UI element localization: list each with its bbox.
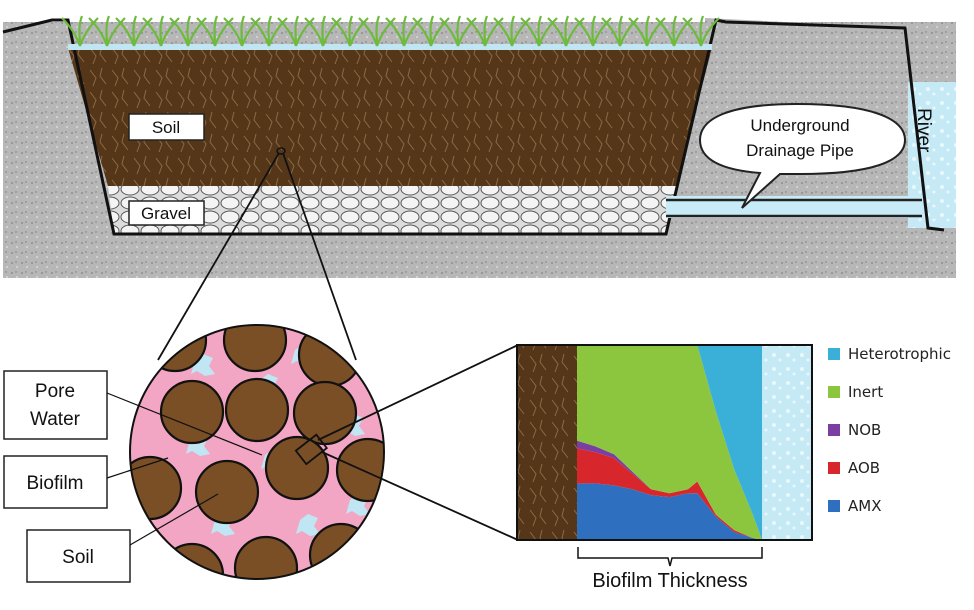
surface-water [68,44,712,50]
gravel-label: Gravel [141,204,191,223]
grass-plant [682,15,720,47]
grass-plant [223,15,261,47]
grass-plant [250,15,288,47]
pore-water-label-line1: Pore [35,381,75,402]
thickness-brace [577,547,763,567]
legend-label-inert: Inert [848,383,883,401]
soil-grain [159,542,225,579]
zoom-source-marker [276,147,286,155]
grass-plant [142,15,180,47]
soil-top-label: Soil [152,118,180,137]
chart-area-series [577,345,762,540]
grass-plant [466,15,504,47]
legend-label-aob: AOB [848,459,880,477]
legend-swatch-aob [828,462,840,474]
soil-grain [308,522,374,579]
grass-plant [277,15,315,47]
soil-top-label-box [128,113,205,141]
grass-plant [331,15,369,47]
chart-frame [516,344,813,541]
gravel-layer [108,186,676,234]
grass-plant [61,15,99,47]
grass-plant [196,15,234,47]
biofilm-label: Biofilm [26,473,83,494]
pipe-callout-line1: Underground [750,116,849,135]
zoom-line-left [157,152,280,361]
grass-plant [520,15,558,47]
area-nob [577,440,762,540]
zoom-line-right [282,152,357,361]
x-axis-label: Biofilm Thickness [592,570,747,592]
pore-water-pointer [106,392,263,456]
area-aob [577,448,762,540]
biofilm-pointer [106,457,169,479]
grass-plant [655,15,693,47]
biofilm-zoom-line-bottom [321,451,519,541]
grass-plant [628,15,666,47]
chart-soil-side [517,345,577,540]
soil-grain [292,380,358,446]
soil-grain [159,379,225,445]
pore-water-patch [296,514,320,536]
chart-water-side [762,345,812,540]
soil-grain [233,535,299,579]
legend-swatch-heterotrophic [828,348,840,360]
pore-water-label-line2: Water [30,409,81,430]
grass-plant [412,15,450,47]
grass-plant [493,15,531,47]
area-inert [577,345,762,540]
soil-pointer [129,493,219,546]
legend-label-nob: NOB [848,421,881,439]
legend-swatch-amx [828,500,840,512]
grass-plant [574,15,612,47]
pore-zoom-outline [129,324,385,580]
soil-bottom-label-box [26,529,131,583]
soil-bottom-label: Soil [62,547,94,568]
legend-swatch-nob [828,424,840,436]
grass-plant [115,15,153,47]
soil-grain [264,435,330,501]
gravel-label-box [128,200,205,226]
pipe-callout-line2: Drainage Pipe [746,141,854,160]
biofilm-zoom-line-top [317,344,519,441]
drainage-pipe [666,196,922,218]
area-heterotrophic [577,345,762,540]
grass-plant [358,15,396,47]
grass-plant [547,15,585,47]
soil-grain [224,377,290,443]
grass-plant [88,15,126,47]
grass-plant [439,15,477,47]
soil-grains [130,325,384,579]
pipe-callout-bubble [698,102,907,209]
legend-label-amx: AMX [848,497,881,515]
grass-plant [169,15,207,47]
grass-plant [385,15,423,47]
grass-plant [601,15,639,47]
soil-layer [68,48,712,186]
soil-grain [194,459,260,525]
soil-grain [222,325,288,373]
pore-zoom-view [130,325,384,579]
pore-water-label-box [3,370,108,440]
legend-label-heterotrophic: Heterotrophic [848,345,951,363]
legend-swatch-inert [828,386,840,398]
soil-grain [297,325,363,388]
soil-grain [130,455,183,521]
biofilm-label-box [3,455,108,509]
grass-plant [304,15,342,47]
area-amx [577,483,762,540]
soil-grain [335,437,384,503]
trench-outline [2,18,945,236]
grass-plants [61,15,720,47]
biofilm-zoom-marker [294,433,329,466]
